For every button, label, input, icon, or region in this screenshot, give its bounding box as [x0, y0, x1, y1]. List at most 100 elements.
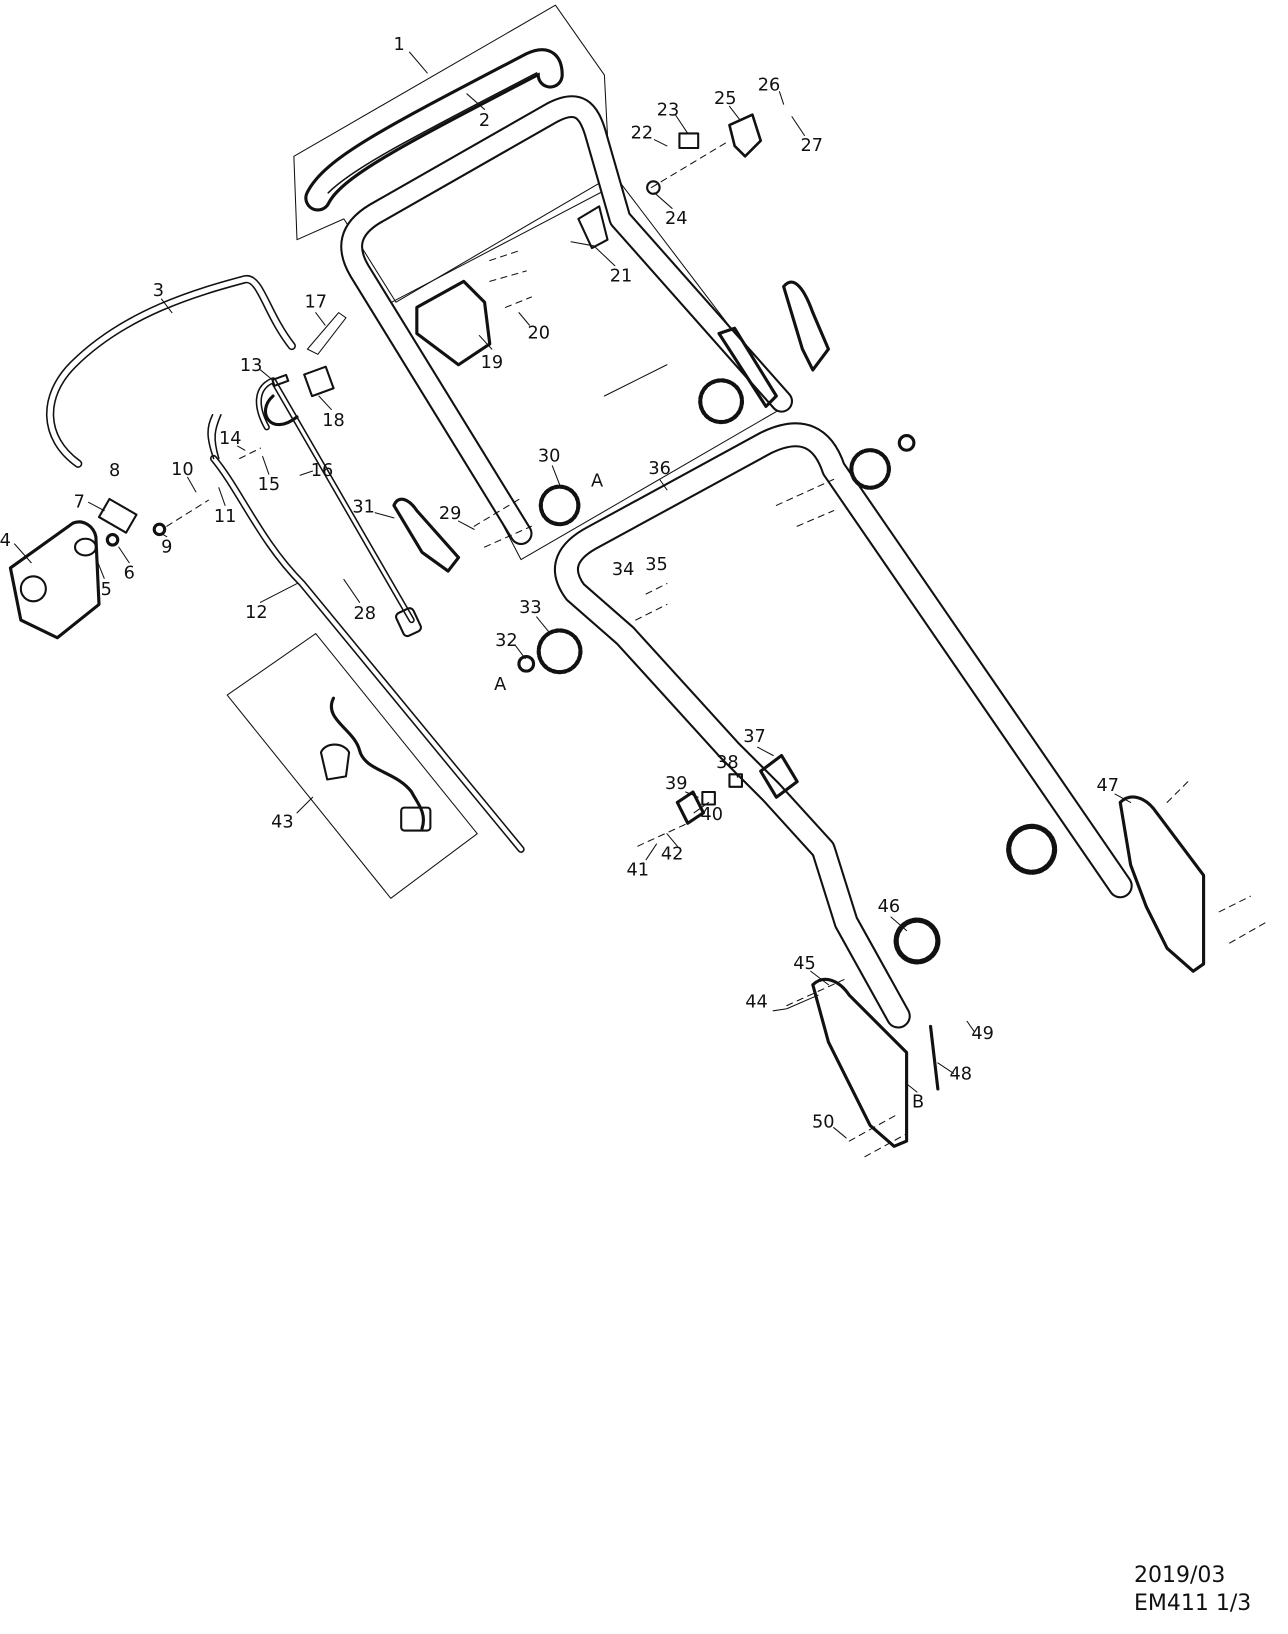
part-label-42: 42 [661, 845, 684, 865]
part-label-1: 1 [393, 35, 404, 55]
part-17-clip [306, 312, 347, 355]
ratchet-knob-right [849, 448, 891, 490]
part-label-5: 5 [101, 580, 112, 600]
handle-grip-inner [307, 51, 561, 209]
adjust-lever-right [782, 280, 831, 372]
part-mid-lever [717, 326, 778, 408]
ratchet-knob-30 [538, 484, 581, 527]
part-label-37: 37 [743, 727, 766, 747]
part-23 [678, 132, 700, 150]
strip-48 [929, 1024, 940, 1091]
part-label-43: 43 [271, 812, 294, 832]
part-label-32: 32 [495, 631, 518, 651]
power-cord-group-box [226, 633, 478, 899]
part-label-28: 28 [353, 604, 376, 624]
ratchet-knob-33 [536, 628, 583, 675]
part-7-connector [97, 497, 138, 534]
adjust-lever-31 [392, 497, 461, 573]
part-label-26: 26 [758, 76, 781, 96]
part-6-nut [105, 533, 120, 547]
part-label-45: 45 [793, 954, 816, 974]
part-label-10: 10 [171, 460, 194, 480]
part-label-34: 34 [612, 560, 635, 580]
handle-grip-group-box [293, 4, 611, 303]
cable-12-wires [207, 413, 222, 460]
knob-46 [893, 917, 941, 965]
part-label-36: 36 [648, 459, 671, 479]
ratchet-knob-upper [698, 378, 745, 425]
handle-grip-line [327, 72, 538, 194]
part-label-12: 12 [245, 603, 268, 623]
part-label-14: 14 [219, 429, 242, 449]
part-label-20: 20 [527, 324, 550, 344]
part-label-A: A [494, 675, 506, 695]
part-16-hook [263, 394, 299, 427]
lower-handle-frame-inner [556, 424, 1131, 1027]
part-label-18: 18 [322, 411, 345, 431]
part-label-2: 2 [479, 111, 490, 131]
part-40 [675, 790, 705, 825]
upper-handle-tube-inner [342, 97, 791, 543]
part-label-27: 27 [801, 136, 824, 156]
knob-right-47 [1006, 823, 1058, 875]
part-label-39: 39 [665, 774, 688, 794]
bracket-45 [811, 977, 909, 1148]
nut-right [897, 434, 916, 452]
part-label-24: 24 [665, 209, 688, 229]
part-label-9: 9 [161, 537, 172, 557]
part-label-31: 31 [352, 498, 375, 518]
part-39 [701, 790, 716, 806]
part-label-49: 49 [971, 1024, 994, 1044]
part-label-40: 40 [700, 805, 723, 825]
part-label-33: 33 [519, 598, 542, 618]
part-label-47: 47 [1096, 776, 1119, 796]
part-label-50: 50 [812, 1113, 835, 1133]
part-label-46: 46 [878, 897, 901, 917]
part-24-ring [646, 180, 661, 195]
part-label-41: 41 [626, 860, 649, 880]
switch-box-19 [415, 279, 492, 367]
part-label-13: 13 [240, 356, 263, 376]
part-labels: 1234567891011121314151617181920212223242… [0, 35, 1119, 1133]
part-label-11: 11 [214, 507, 237, 527]
part-label-15: 15 [258, 475, 281, 495]
part-label-16: 16 [311, 461, 334, 481]
part-label-29: 29 [439, 504, 462, 524]
plug-43 [400, 806, 432, 832]
part-label-22: 22 [631, 124, 654, 144]
cable-12-inner [211, 456, 524, 852]
revision-date: 2019/03 [1134, 1563, 1226, 1588]
part-label-44: 44 [745, 993, 768, 1013]
bracket-47 [1118, 795, 1206, 973]
part-label-48: 48 [950, 1065, 973, 1085]
housing-opening [19, 575, 47, 603]
part-label-30: 30 [538, 447, 561, 467]
part-label-6: 6 [124, 563, 135, 583]
part-label-19: 19 [481, 353, 504, 373]
part-9-ring [152, 522, 167, 537]
part-label-21: 21 [610, 266, 633, 286]
part-label-7: 7 [74, 493, 85, 513]
plug-16 [395, 607, 422, 638]
part-label-A: A [591, 472, 603, 492]
part-37 [759, 753, 799, 799]
connector-43 [319, 743, 351, 781]
part-label-4: 4 [0, 531, 11, 551]
part-18-block [303, 365, 335, 398]
switch-housing-4 [8, 520, 101, 640]
part-21-cover [577, 205, 609, 250]
part-25-cover [728, 113, 763, 158]
part-label-23: 23 [657, 101, 680, 121]
part-label-25: 25 [714, 89, 737, 109]
part-label-3: 3 [153, 281, 164, 301]
leader-lines [14, 51, 1267, 1158]
model-page-number: EM411 1/3 [1134, 1591, 1252, 1616]
part-label-8: 8 [109, 461, 120, 481]
part-label-B: B [912, 1093, 924, 1113]
part-label-35: 35 [645, 555, 668, 575]
part-13-pin [271, 373, 290, 387]
control-cable-3-inner [47, 276, 295, 467]
nut-32 [517, 654, 536, 673]
part-5 [73, 537, 97, 557]
